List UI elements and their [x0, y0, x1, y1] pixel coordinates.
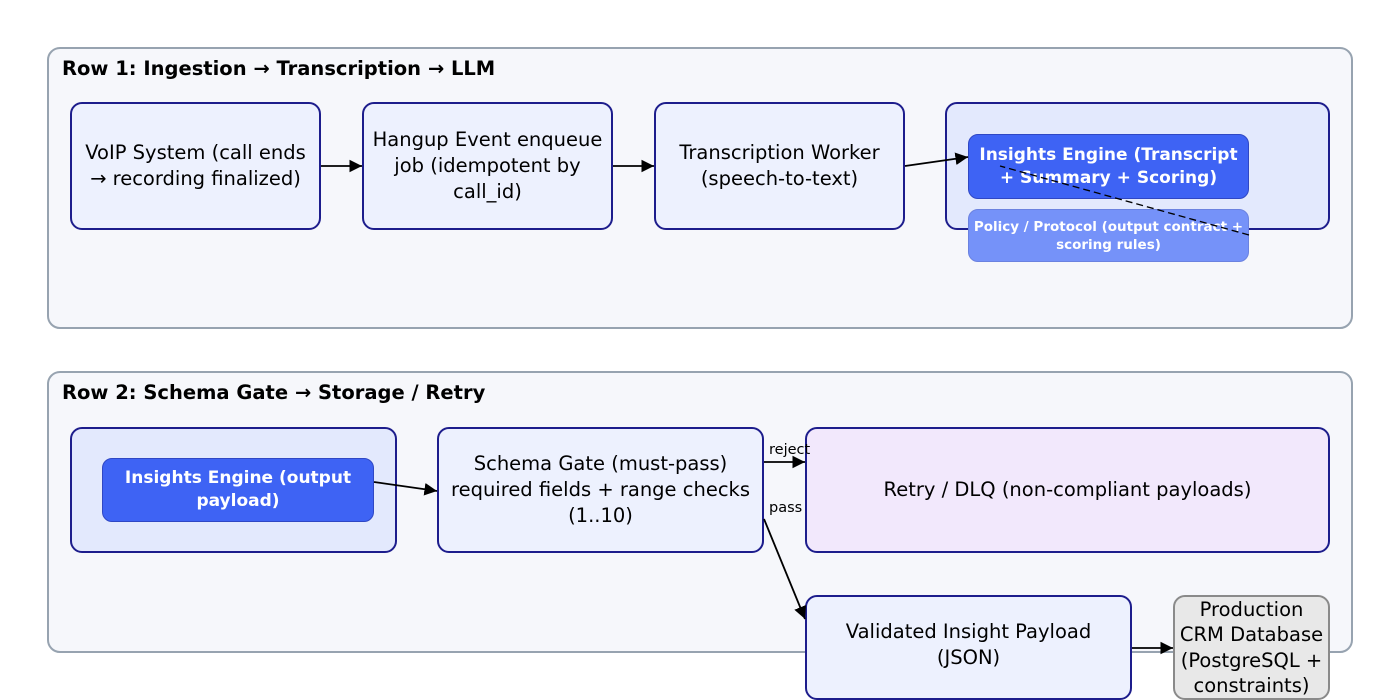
row-1-title: Row 1: Ingestion → Transcription → LLM: [62, 57, 496, 80]
insights-engine-llm-node[interactable]: Insights Engine (Transcript + Summary + …: [968, 134, 1249, 199]
reject-edge-label: reject: [769, 442, 811, 458]
crm-database-node[interactable]: Production CRM Database (PostgreSQL + co…: [1173, 595, 1330, 700]
policy-protocol-node[interactable]: Policy / Protocol (output contract + sco…: [968, 209, 1249, 262]
voip-system-node[interactable]: VoIP System (call ends → recording final…: [70, 102, 321, 230]
insights-engine-output-node[interactable]: Insights Engine (output payload): [102, 458, 374, 522]
retry-dlq-node[interactable]: Retry / DLQ (non-compliant payloads): [805, 427, 1330, 553]
transcription-worker-node[interactable]: Transcription Worker (speech-to-text): [654, 102, 905, 230]
validated-insight-payload-node[interactable]: Validated Insight Payload (JSON): [805, 595, 1132, 700]
schema-gate-node[interactable]: Schema Gate (must-pass) required fields …: [437, 427, 764, 553]
hangup-event-node[interactable]: Hangup Event enqueue job (idempotent by …: [362, 102, 613, 230]
row-2-title: Row 2: Schema Gate → Storage / Retry: [62, 381, 486, 404]
pass-edge-label: pass: [769, 500, 803, 516]
